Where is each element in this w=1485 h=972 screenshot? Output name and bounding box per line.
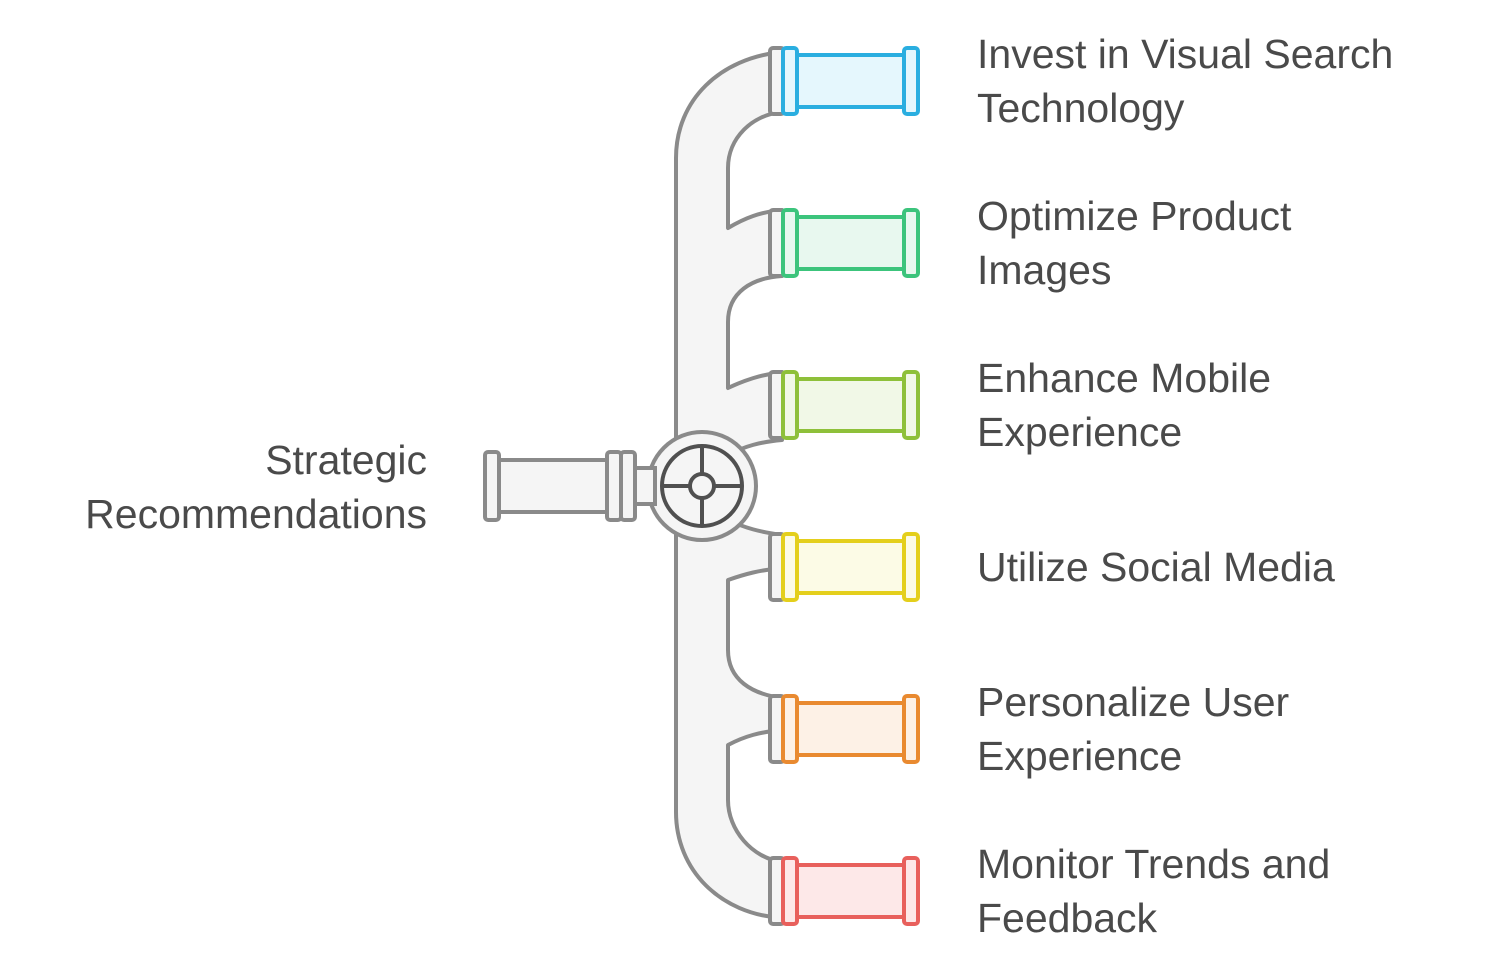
branch-label-line: Experience [977, 733, 1183, 779]
branch-label-monitor-trends: Monitor Trends and Feedback [977, 837, 1477, 945]
branch-label-line: Technology [977, 85, 1185, 131]
outlet-flange-left [781, 370, 799, 440]
source-label: Strategic Recommendations [20, 433, 427, 541]
outlet-flange-right [902, 208, 920, 278]
inlet-flange-left [483, 450, 501, 522]
outlet-pipe [768, 532, 920, 602]
outlet-flange-right [902, 370, 920, 440]
outlet-pipe-body [793, 539, 907, 595]
outlet-flange-right [902, 46, 920, 116]
outlet-flange-right [902, 856, 920, 926]
branch-label-invest-visual-search: Invest in Visual Search Technology [977, 27, 1477, 135]
branch-label-enhance-mobile: Enhance Mobile Experience [977, 351, 1477, 459]
branch-label-social-media: Utilize Social Media [977, 540, 1477, 594]
inlet-pipe-body [493, 458, 617, 514]
outlet-flange-left [781, 46, 799, 116]
valve-hub [688, 472, 716, 500]
outlet-pipe [768, 46, 920, 116]
branch-label-line: Experience [977, 409, 1183, 455]
inlet-pipe [483, 450, 657, 522]
outlet-pipe [768, 208, 920, 278]
branch-label-line: Images [977, 247, 1112, 293]
outlet-flange-left [781, 532, 799, 602]
branch-label-line: Personalize User [977, 679, 1290, 725]
outlet-pipe-body [793, 215, 907, 271]
inlet-connector [633, 466, 657, 506]
outlet-pipe-body [793, 863, 907, 919]
outlet-pipe-body [793, 53, 907, 109]
branch-label-line: Enhance Mobile [977, 355, 1272, 401]
valve-wheel-icon [646, 430, 758, 542]
outlet-pipes [768, 46, 920, 926]
inlet-flange-right-2 [619, 450, 637, 522]
outlet-pipe [768, 370, 920, 440]
branch-label-line: Monitor Trends and [977, 841, 1331, 887]
outlet-pipe-body [793, 701, 907, 757]
source-label-line: Recommendations [85, 491, 427, 537]
branch-label-line: Optimize Product [977, 193, 1292, 239]
outlet-flange-left [781, 694, 799, 764]
branch-label-line: Utilize Social Media [977, 544, 1335, 590]
outlet-pipe [768, 856, 920, 926]
outlet-pipe-body [793, 377, 907, 433]
outlet-flange-right [902, 532, 920, 602]
outlet-flange-right [902, 694, 920, 764]
branch-label-line: Invest in Visual Search [977, 31, 1394, 77]
inlet-flange-right [605, 450, 623, 522]
branch-label-optimize-images: Optimize Product Images [977, 189, 1477, 297]
outlet-flange-left [781, 856, 799, 926]
source-label-line: Strategic [265, 437, 427, 483]
branch-label-line: Feedback [977, 895, 1158, 941]
outlet-flange-left [781, 208, 799, 278]
outlet-pipe [768, 694, 920, 764]
branch-label-personalize: Personalize User Experience [977, 675, 1477, 783]
